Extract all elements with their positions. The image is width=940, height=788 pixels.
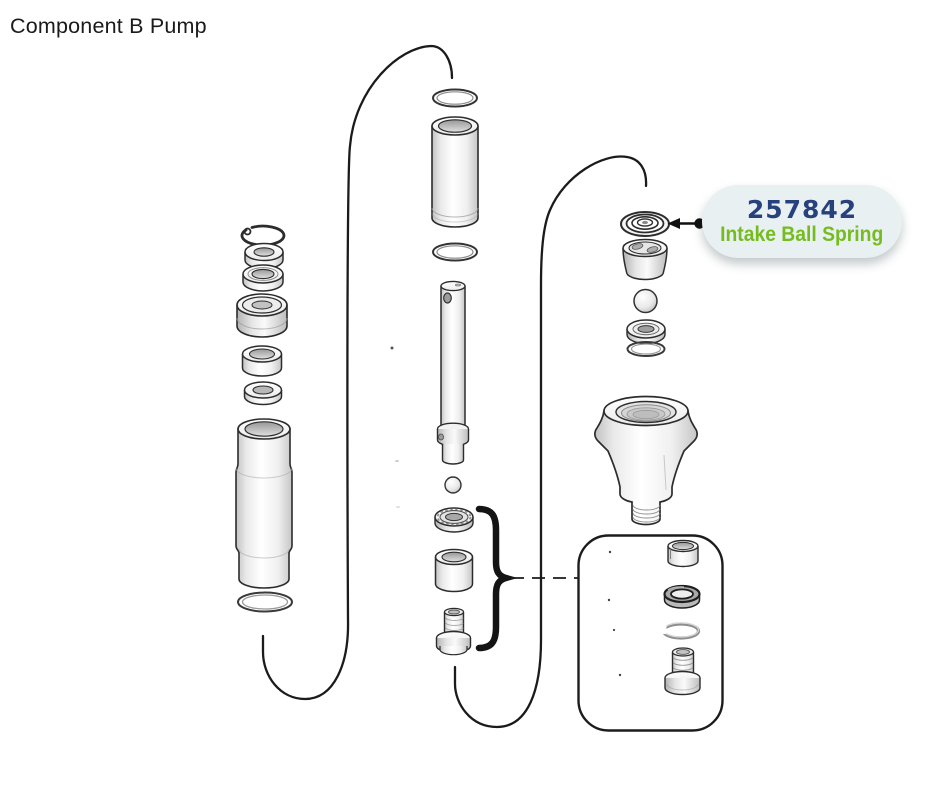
part-name: Intake Ball Spring	[720, 223, 884, 247]
detail-valve-fitting-part	[664, 647, 701, 696]
part-number: 257842	[746, 194, 858, 224]
piston-ball-part	[444, 476, 462, 494]
assembly-curve-right	[453, 155, 648, 729]
lower-washer-part	[243, 381, 283, 406]
cylinder-o-ring-top-part	[432, 88, 478, 108]
throat-washer-part	[244, 242, 284, 270]
piston-seal-ring-part	[434, 507, 474, 533]
sleeve-o-ring-part	[237, 591, 293, 613]
part-callout-bubble[interactable]: 257842 Intake Ball Spring	[702, 185, 902, 258]
cylinder-o-ring-bottom-part	[432, 242, 478, 262]
callout-arrow	[667, 218, 705, 229]
detail-split-ring-part	[660, 622, 701, 640]
detail-box	[577, 534, 724, 732]
throat-seal-part	[242, 264, 284, 292]
detail-cylinder-part	[667, 539, 699, 568]
intake-valve-housing-part	[594, 395, 698, 526]
intake-ball-part	[633, 288, 658, 314]
grouping-brace	[475, 505, 518, 652]
detail-box-reference-dots	[607, 550, 622, 677]
ball-stop-retainer-part	[622, 238, 668, 281]
stray-reference-marks	[390, 346, 400, 508]
snap-ring-part	[240, 224, 286, 247]
page-title: Component B Pump	[10, 14, 207, 38]
intake-ball-spring-part	[620, 211, 670, 237]
detail-seal-ring-part	[663, 584, 701, 609]
pump-sleeve-part	[235, 418, 293, 589]
piston-valve-part	[435, 607, 472, 656]
ball-seat-part	[626, 319, 666, 345]
packing-nut-part	[236, 293, 288, 338]
throat-bushing-part	[241, 345, 283, 377]
cylinder-tube-part	[431, 116, 479, 228]
assembly-curve-left	[261, 44, 454, 701]
piston-bushing-part	[434, 548, 474, 593]
seat-o-ring-part	[626, 341, 666, 357]
piston-rod-part	[436, 280, 470, 465]
